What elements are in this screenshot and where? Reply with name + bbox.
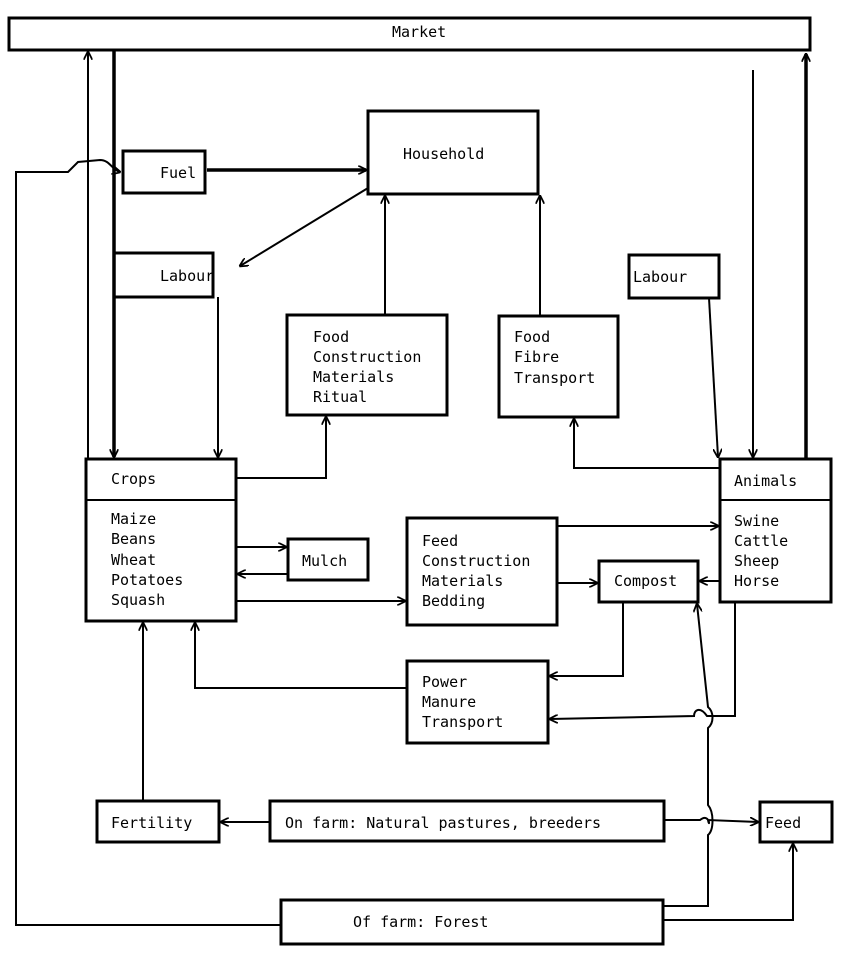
edge-offfarm-to-fuel [15, 158, 281, 926]
crops-item: Wheat [111, 551, 156, 569]
feed-construction-line: Bedding [422, 592, 485, 610]
hh-products-crops-line: Materials [313, 368, 394, 386]
animals-item: Cattle [734, 532, 788, 550]
hh-products-crops-line: Construction [313, 348, 421, 366]
node-labour-right: Labour [627, 253, 721, 300]
feed-construction-line: Feed [422, 532, 458, 550]
feed-construction-line: Construction [422, 552, 530, 570]
on-farm-label: On farm: Natural pastures, breeders [285, 814, 601, 832]
node-animals: Animals Swine Cattle Sheep Horse [718, 457, 833, 604]
fertility-label: Fertility [111, 814, 192, 832]
compost-label: Compost [614, 572, 677, 590]
node-fertility: Fertility [95, 799, 221, 844]
node-feed: Feed [758, 800, 834, 844]
node-labour-left: Labour [112, 251, 215, 299]
hh-products-animals-line: Fibre [514, 348, 559, 366]
labour-right-label: Labour [633, 268, 687, 286]
animals-item: Swine [734, 512, 779, 530]
hh-products-animals-line: Transport [514, 369, 595, 387]
node-compost: Compost [597, 559, 700, 604]
power-manure-line: Power [422, 673, 467, 691]
node-power-manure-transport: Power Manure Transport [405, 659, 550, 745]
edge-offfarm-to-compost [663, 604, 714, 907]
edge-crops-to-hhcrops [236, 417, 326, 479]
edge-onfarm-to-feed [664, 817, 758, 823]
node-feed-construction: Feed Construction Materials Bedding [405, 516, 559, 627]
crops-item: Squash [111, 591, 165, 609]
node-household: Household [366, 109, 540, 196]
animals-header: Animals [734, 472, 797, 490]
crops-item: Beans [111, 530, 156, 548]
node-fuel: Fuel [121, 149, 207, 195]
power-manure-line: Transport [422, 713, 503, 731]
edge-compost-to-powermanure [550, 602, 624, 676]
node-off-farm: Of farm: Forest [279, 898, 665, 946]
crops-header: Crops [111, 470, 156, 488]
mulch-label: Mulch [302, 552, 347, 570]
edge-animals-to-powermanure [550, 602, 736, 719]
crops-item: Maize [111, 510, 156, 528]
hh-products-animals-line: Food [514, 328, 550, 346]
edge-offfarm-to-feed [663, 844, 793, 921]
labour-left-label: Labour [160, 267, 214, 285]
market-label: Market [392, 23, 446, 41]
fuel-label: Fuel [160, 164, 196, 182]
node-household-products-animals: Food Fibre Transport [497, 314, 620, 419]
node-market: Market [7, 16, 812, 52]
hh-products-crops-line: Ritual [313, 388, 367, 406]
feed-label: Feed [765, 814, 801, 832]
household-label: Household [403, 145, 484, 163]
animals-item: Horse [734, 572, 779, 590]
edge-household-to-labour [240, 187, 369, 266]
node-household-products-crops: Food Construction Materials Ritual [285, 313, 449, 417]
crops-item: Potatoes [111, 571, 183, 589]
edge-labour-to-animals [708, 297, 718, 457]
node-on-farm: On farm: Natural pastures, breeders [268, 799, 666, 843]
node-mulch: Mulch [286, 537, 370, 582]
off-farm-label: Of farm: Forest [353, 913, 488, 931]
edge-animals-to-hhanimals [574, 419, 720, 469]
feed-construction-line: Materials [422, 572, 503, 590]
power-manure-line: Manure [422, 693, 476, 711]
hh-products-crops-line: Food [313, 328, 349, 346]
animals-item: Sheep [734, 552, 779, 570]
edge-powermanure-to-crops [195, 623, 407, 689]
node-crops: Crops Maize Beans Wheat Potatoes Squash [84, 457, 238, 623]
